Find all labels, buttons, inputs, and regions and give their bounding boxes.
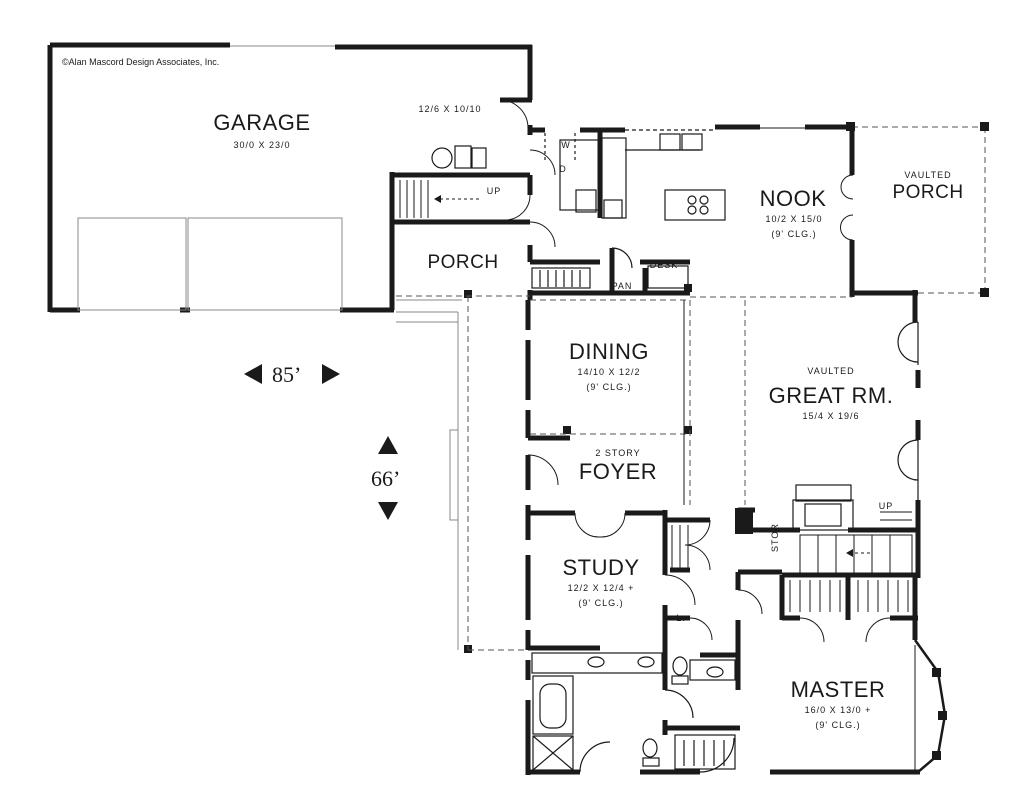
foyer-two-story: 2 STORY	[595, 448, 641, 458]
dw-label: D	[559, 164, 567, 174]
rear-porch-vaulted: VAULTED	[904, 170, 952, 180]
desk-label: DESK	[649, 260, 679, 270]
study-label: STUDY	[562, 555, 640, 580]
great-vaulted: VAULTED	[807, 366, 855, 376]
overall-depth: 66’	[371, 466, 401, 491]
dining-dim: 14/10 X 12/2	[577, 367, 641, 377]
garage-label: GARAGE	[213, 110, 311, 135]
master-ceiling: (9' CLG.)	[815, 720, 861, 730]
great-room-label: GREAT RM.	[768, 383, 894, 408]
mud-dim: 12/6 X 10/10	[418, 104, 482, 114]
stair-up-label: UP	[486, 186, 502, 196]
garage-dim: 30/0 X 23/0	[233, 140, 291, 150]
study-ceiling: (9' CLG.)	[578, 598, 624, 608]
depth-arrow-down-icon	[378, 502, 398, 520]
depth-arrow-up-icon	[378, 436, 398, 454]
foyer-label: FOYER	[578, 459, 658, 484]
pantry-label: PAN	[611, 281, 633, 291]
great-room-dim: 15/4 X 19/6	[802, 411, 860, 421]
w-label: W	[561, 140, 571, 150]
garage-walls	[47, 42, 533, 313]
storage-label: STOR	[770, 523, 780, 552]
front-porch-label: PORCH	[427, 252, 499, 273]
width-arrow-left-icon	[244, 364, 262, 384]
study-dim: 12/2 X 12/4 +	[567, 583, 635, 593]
west-walls	[525, 300, 741, 658]
dining-ceiling: (9' CLG.)	[586, 382, 632, 392]
nook-label: NOOK	[759, 186, 827, 211]
master-walls	[525, 655, 920, 775]
nook-dim: 10/2 X 15/0	[765, 214, 823, 224]
overall-width: 85’	[272, 362, 302, 387]
master-label: MASTER	[790, 677, 886, 702]
great-up-label: UP	[878, 501, 894, 511]
linen-label: L.	[676, 613, 686, 623]
rear-porch-label: PORCH	[892, 182, 964, 203]
master-dim: 16/0 X 13/0 +	[804, 705, 872, 715]
dining-label: DINING	[569, 339, 649, 364]
width-arrow-right-icon	[322, 364, 340, 384]
nook-ceiling: (9' CLG.)	[771, 229, 817, 239]
garage-fixtures	[431, 145, 487, 169]
copyright: ©Alan Mascord Design Associates, Inc.	[62, 57, 220, 67]
kitchen-walls	[527, 124, 918, 322]
